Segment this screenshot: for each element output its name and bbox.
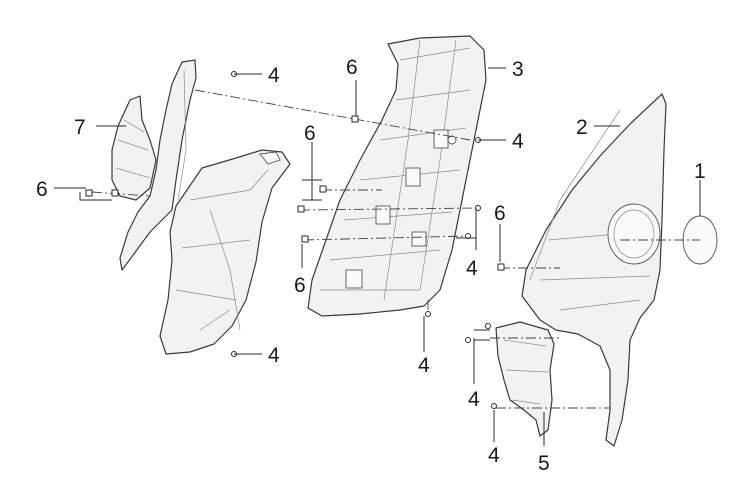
callout-4-lower-right-b: 4 bbox=[488, 444, 500, 467]
part-3-center-cover bbox=[307, 35, 487, 317]
callout-4-mid: 4 bbox=[466, 257, 478, 280]
leader-lines bbox=[54, 67, 701, 446]
callout-4-top: 4 bbox=[268, 64, 280, 87]
part-2-right-cover bbox=[521, 93, 667, 447]
callout-6-bottom-mid: 6 bbox=[294, 274, 306, 297]
callout-6-left: 6 bbox=[36, 178, 48, 201]
callout-4-lower-right-a: 4 bbox=[468, 388, 480, 411]
callout-7: 7 bbox=[74, 116, 86, 139]
callout-6-mid: 6 bbox=[304, 122, 316, 145]
callout-6-top-mid: 6 bbox=[346, 56, 358, 79]
left-lower-side-panel bbox=[159, 149, 291, 355]
callout-3: 3 bbox=[512, 58, 524, 81]
callout-1: 1 bbox=[694, 160, 706, 183]
part-7-inner-panel bbox=[111, 59, 197, 271]
part-5-lower-bracket bbox=[495, 321, 555, 437]
callout-4-bottom-left: 4 bbox=[268, 344, 280, 367]
assembly-lines bbox=[91, 89, 700, 409]
callout-4-right-top: 4 bbox=[512, 130, 524, 153]
callout-4-center-bottom: 4 bbox=[418, 354, 430, 377]
callout-5: 5 bbox=[538, 452, 550, 475]
callout-6-right: 6 bbox=[494, 202, 506, 225]
callout-2: 2 bbox=[576, 116, 588, 139]
callout-labels: 1 2 3 4 4 4 4 4 4 4 5 6 6 6 6 6 7 bbox=[36, 56, 706, 475]
